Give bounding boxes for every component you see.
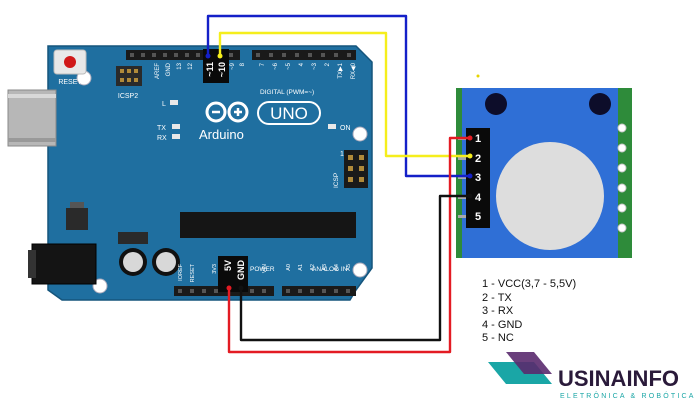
sensor-lens	[496, 142, 604, 250]
legend-line: 3 - RX	[482, 305, 514, 318]
reset-button-cap	[64, 56, 76, 68]
pin-5-label: ~5	[286, 62, 292, 70]
power-label: POWER	[250, 266, 275, 273]
pin-12-label: 12	[188, 62, 194, 69]
wire-black-gnd	[239, 194, 470, 342]
sensor-module: 1 2 3 4 5	[456, 74, 632, 258]
pin-a2-label: A2	[310, 264, 316, 271]
atmega-chip	[180, 212, 356, 238]
sensor-pin-1: 1	[475, 133, 481, 145]
analog-in-label: ANALOG IN	[312, 266, 348, 273]
mounting-hole	[352, 262, 368, 278]
legend-line: 4 - GND	[482, 318, 523, 331]
usinainfo-logo: USINAINFO ELETRÔNICA & ROBÓTICA	[488, 352, 696, 400]
wire-yellow-tx	[218, 31, 470, 158]
pin-gnd-label: GND	[166, 62, 172, 76]
uno-badge	[257, 101, 321, 125]
pin-2-label: 2	[325, 62, 331, 66]
pin-a3-label: A3	[322, 264, 328, 271]
pin-gnd-power-label: GND	[236, 260, 246, 281]
pin-8-label: 8	[240, 62, 246, 66]
rx-led	[172, 134, 180, 139]
sensor-pin-5: 5	[475, 211, 481, 223]
mounting-hole	[352, 126, 368, 142]
wire-red-vcc	[227, 136, 470, 354]
wire-blue-rx	[206, 14, 470, 178]
pin-rx0-label: RX◀0	[351, 62, 357, 79]
pin-7-label: 7	[260, 62, 266, 66]
uno-text: UNO	[270, 104, 308, 123]
pinout-legend: 1 - VCC(3,7 - 5,5V) 2 - TX 3 - RX 4 - GN…	[482, 278, 576, 346]
pin-3-label: ~3	[312, 62, 318, 70]
legend-line: 2 - TX	[482, 291, 512, 304]
arduino-uno-board: RESET ICSP2 AREF GND 13 12 ~9 8 7 ~6 ~5	[7, 45, 373, 301]
sensor-hole	[485, 93, 507, 115]
pin-13-label: 13	[177, 62, 183, 69]
legend-line: 5 - NC	[482, 332, 514, 345]
logo-plus-icon	[234, 108, 242, 116]
pin-reset-label: RESET	[190, 263, 196, 282]
voltage-regulator	[66, 208, 88, 230]
icsp2-header	[116, 66, 142, 86]
legend-line: 1 - VCC(3,7 - 5,5V)	[482, 278, 577, 290]
icsp2-label: ICSP2	[118, 93, 138, 100]
l-led-label: L	[162, 101, 166, 108]
rx-led-label: RX	[157, 135, 167, 142]
pin-6-label: ~6	[273, 62, 279, 70]
brand-name: USINAINFO	[558, 366, 679, 391]
sensor-hole	[589, 93, 611, 115]
pin-10-label: ~10	[217, 62, 227, 77]
l-led	[170, 100, 178, 105]
analog-header	[282, 286, 356, 296]
digital-pwm-label: DIGITAL (PWM=~)	[260, 89, 314, 96]
dot-marker	[476, 74, 480, 78]
pins-5v-gnd-highlight	[218, 256, 248, 292]
power-jack	[31, 243, 97, 285]
tx-led	[172, 124, 180, 129]
digital-header-right	[252, 50, 356, 60]
pin-tx1-label: TX▶1	[338, 62, 344, 78]
icsp-pin1-label: 1	[340, 151, 344, 158]
pin-vin-label: VIN	[262, 264, 268, 273]
icsp-header	[344, 150, 368, 188]
arduino-logo	[205, 101, 249, 123]
smd-component	[118, 232, 148, 244]
digital-header-left	[126, 50, 240, 60]
on-led-label: ON	[340, 125, 351, 132]
reset-label: RESET	[58, 79, 82, 86]
brand-tagline: ELETRÔNICA & ROBÓTICA	[560, 391, 696, 400]
sensor-pin-4: 4	[475, 192, 482, 204]
usb-connector	[7, 89, 57, 147]
tx-led-label: TX	[157, 125, 166, 132]
pin-3v3-label: 3V3	[212, 264, 218, 274]
pin-5v-label: 5V	[223, 260, 233, 271]
pin-a0-label: A0	[286, 264, 292, 271]
pin-a5-label: A5	[346, 264, 352, 271]
pin-4-label: 4	[299, 62, 305, 66]
icsp-label: ICSP	[333, 173, 340, 188]
pin-a4-label: A4	[334, 264, 340, 271]
pin-11-label: ~11	[205, 62, 215, 77]
sensor-pin-3: 3	[475, 172, 481, 184]
sensor-pin-2: 2	[475, 153, 481, 165]
on-led	[328, 124, 336, 129]
pin-a1-label: A1	[298, 264, 304, 271]
arduino-logo-text: Arduino	[199, 127, 244, 142]
pin-aref-label: AREF	[155, 63, 161, 79]
pin-ioref-label: IOREF	[178, 263, 184, 280]
pin-9-label: ~9	[230, 62, 236, 70]
